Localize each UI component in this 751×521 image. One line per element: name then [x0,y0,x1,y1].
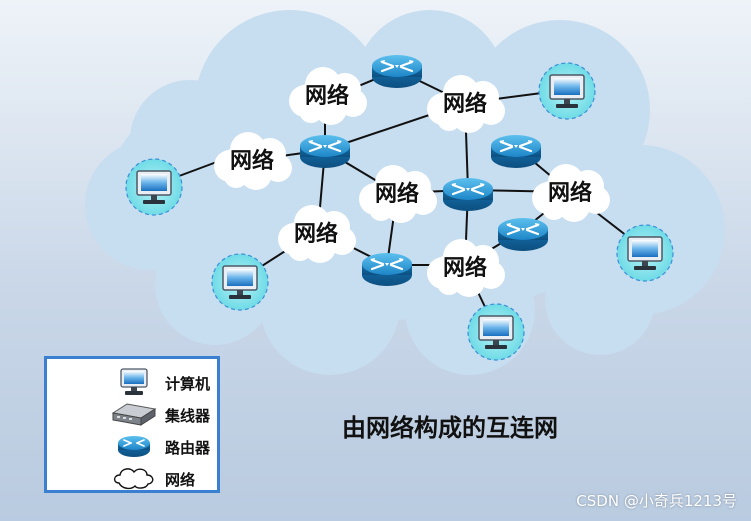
legend-row-computer: 计算机 [47,367,217,397]
network-node-7: 网络 [427,239,505,297]
network-label: 网络 [305,83,349,109]
legend-box: 计算机 集线器 路由器 网络 [44,356,220,493]
computer-icon [538,62,596,120]
legend-label-router: 路由器 [165,439,211,457]
router-icon [496,216,550,253]
network-label: 网络 [443,255,487,281]
network-node-1: 网络 [289,67,367,125]
network-label: 网络 [375,181,419,207]
computer-icon [467,303,525,361]
network-label: 网络 [443,91,487,117]
legend-row-hub: 集线器 [47,399,217,429]
network-node-4: 网络 [359,165,437,223]
legend-row-router: 路由器 [47,431,217,461]
router-icon [441,176,495,213]
legend-label-hub: 集线器 [165,407,211,425]
computer-icon [616,224,674,282]
router-icon [370,53,424,90]
hub-icon [111,403,157,426]
network-label: 网络 [294,221,338,247]
router-icon [360,251,414,288]
network-cloud-icon [113,468,154,490]
diagram-title: 由网络构成的互连网 [342,414,558,442]
network-label: 网络 [548,180,592,206]
legend-label-computer: 计算机 [165,375,211,393]
network-node-5: 网络 [532,164,610,222]
legend-row-network: 网络 [47,463,217,493]
computer-icon [125,158,183,216]
router-icon [298,133,352,170]
router-icon [118,436,150,457]
network-node-2: 网络 [214,132,292,190]
network-node-3: 网络 [427,75,505,133]
computer-icon [211,253,269,311]
computer-icon [120,368,148,395]
router-icon [489,133,543,170]
watermark: CSDN @小奇兵1213号 [576,492,737,510]
legend-label-network: 网络 [165,471,196,489]
network-label: 网络 [230,148,274,174]
network-node-6: 网络 [278,205,356,263]
